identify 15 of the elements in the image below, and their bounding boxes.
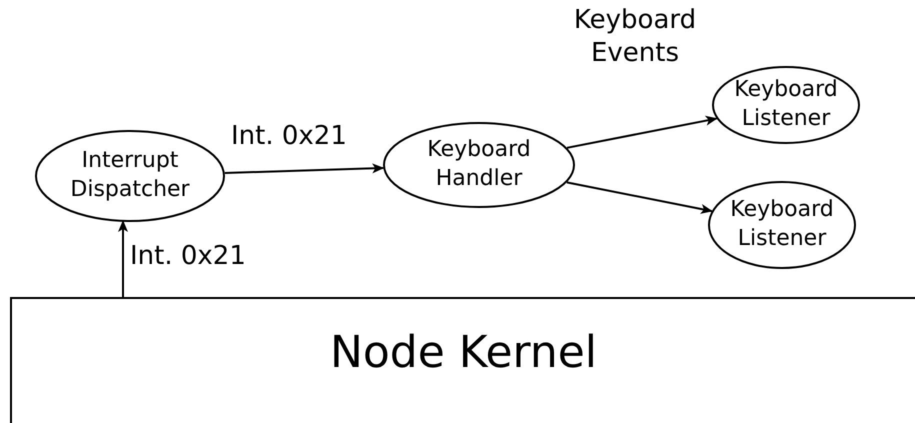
block-title: Node Kernel <box>328 326 598 380</box>
node-label: Interrupt Dispatcher <box>69 147 191 204</box>
annotation-text: Keyboard Events <box>572 4 698 69</box>
node-label: Keyboard Handler <box>426 136 532 193</box>
node-label: Keyboard Listener <box>729 196 835 253</box>
process-ellipse <box>712 66 860 144</box>
node-label: Keyboard Listener <box>733 76 839 133</box>
process-ellipse <box>708 181 856 269</box>
arrow <box>224 163 384 174</box>
arrow <box>118 220 128 297</box>
system-block <box>10 297 915 423</box>
arrow <box>566 116 718 149</box>
arrow <box>566 181 713 214</box>
process-ellipse <box>35 130 225 222</box>
process-ellipse <box>383 122 575 208</box>
